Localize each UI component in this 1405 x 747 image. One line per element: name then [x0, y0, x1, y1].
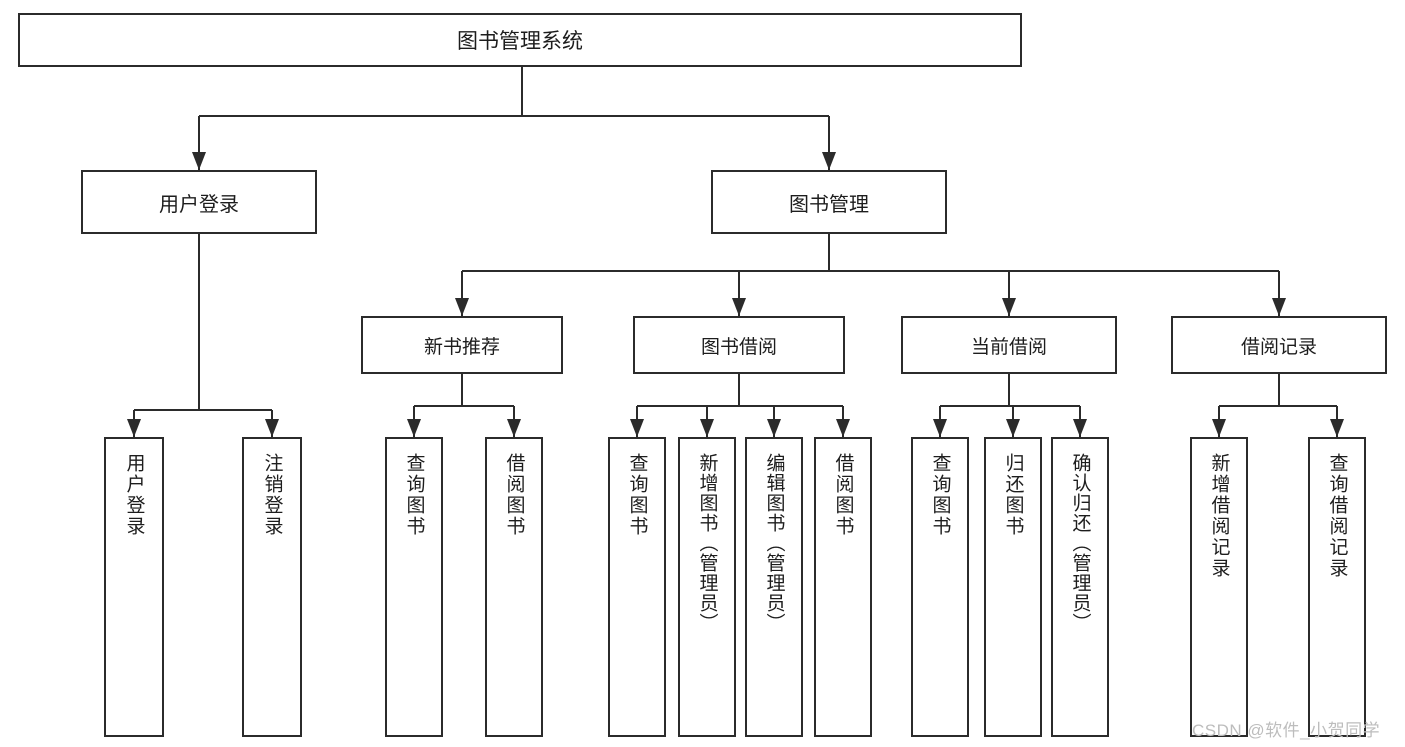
- node-label: 借阅记录: [1240, 336, 1317, 358]
- node-label: 用户登录: [123, 453, 145, 537]
- node-leaf-query-book-1: 查询图书: [385, 437, 443, 737]
- node-label: 编辑图书（管理员）: [763, 453, 785, 633]
- node-label: 新增借阅记录: [1208, 453, 1230, 579]
- node-label: 查询图书: [929, 453, 951, 537]
- node-label: 借阅图书: [503, 453, 525, 537]
- node-label: 图书管理系统: [457, 30, 583, 53]
- csdn-watermark: CSDN @软件_小贺同学: [1192, 721, 1381, 740]
- node-leaf-add-book-admin: 新增图书（管理员）: [678, 437, 736, 737]
- node-label: 图书管理: [789, 193, 869, 216]
- node-leaf-query-borrow-record: 查询借阅记录: [1308, 437, 1366, 737]
- node-l2-user-login: 用户登录: [81, 170, 317, 234]
- node-leaf-user-login: 用户登录: [104, 437, 164, 737]
- node-label: 当前借阅: [970, 336, 1047, 358]
- node-leaf-borrow-book-1: 借阅图书: [485, 437, 543, 737]
- node-leaf-logout: 注销登录: [242, 437, 302, 737]
- node-root: 图书管理系统: [18, 13, 1022, 67]
- node-leaf-add-borrow-record: 新增借阅记录: [1190, 437, 1248, 737]
- node-leaf-query-book-2: 查询图书: [608, 437, 666, 737]
- node-l2-book-manage: 图书管理: [711, 170, 947, 234]
- node-label: 新书推荐: [423, 336, 500, 358]
- node-label: 查询图书: [626, 453, 648, 537]
- node-label: 注销登录: [261, 453, 283, 537]
- node-label: 查询借阅记录: [1326, 453, 1348, 579]
- node-leaf-borrow-book-2: 借阅图书: [814, 437, 872, 737]
- node-label: 图书借阅: [700, 336, 777, 358]
- node-leaf-edit-book-admin: 编辑图书（管理员）: [745, 437, 803, 737]
- node-l3-borrow-record: 借阅记录: [1171, 316, 1387, 374]
- node-l3-current-borrow: 当前借阅: [901, 316, 1117, 374]
- node-label: 新增图书（管理员）: [696, 453, 718, 633]
- node-label: 归还图书: [1002, 453, 1024, 537]
- node-label: 查询图书: [403, 453, 425, 537]
- node-l3-book-borrow: 图书借阅: [633, 316, 845, 374]
- node-l3-new-book-rec: 新书推荐: [361, 316, 563, 374]
- node-leaf-return-book: 归还图书: [984, 437, 1042, 737]
- node-label: 用户登录: [159, 193, 239, 216]
- node-leaf-query-book-3: 查询图书: [911, 437, 969, 737]
- node-leaf-confirm-return-admin: 确认归还（管理员）: [1051, 437, 1109, 737]
- node-label: 确认归还（管理员）: [1069, 453, 1091, 633]
- node-label: 借阅图书: [832, 453, 854, 537]
